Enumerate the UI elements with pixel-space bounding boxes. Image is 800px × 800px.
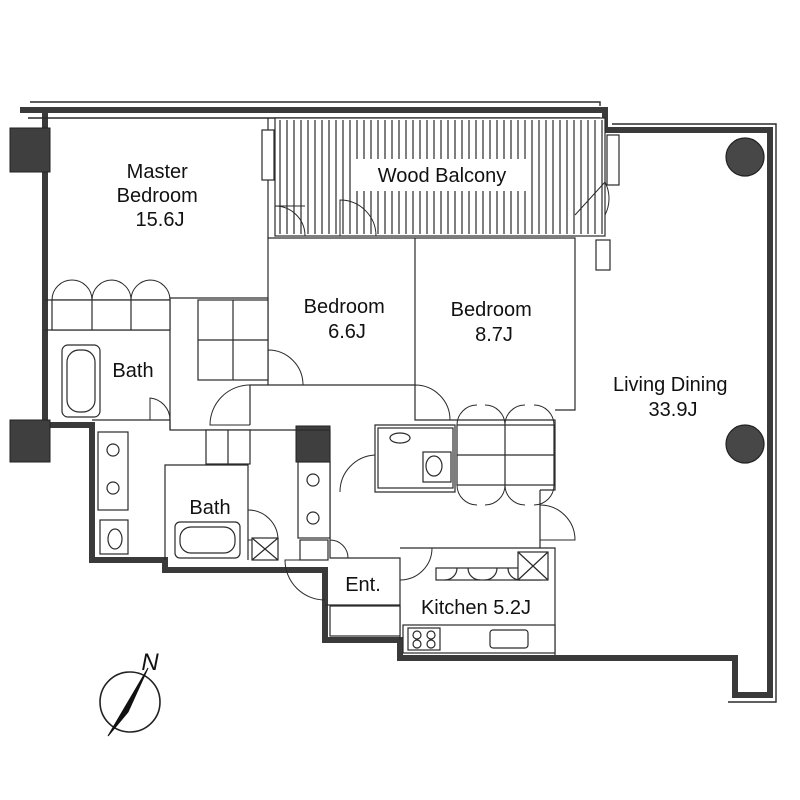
structural-columns bbox=[9, 127, 765, 464]
compass-north-label: N bbox=[141, 649, 159, 676]
room-label-living-dining: Living Dining 33.9J bbox=[613, 374, 733, 421]
compass-arrow-icon bbox=[107, 667, 149, 737]
room-label-bedroom-1: Bedroom 6.6J bbox=[304, 296, 391, 343]
room-label-bath-second: Bath bbox=[189, 497, 230, 519]
closets bbox=[51, 299, 555, 637]
fixtures bbox=[61, 129, 620, 654]
kitchen-sink bbox=[489, 629, 529, 649]
room-label-master-bedroom: Master Bedroom 15.6J bbox=[117, 161, 204, 231]
room-label-entrance: Ent. bbox=[345, 574, 381, 596]
room-label-kitchen: Kitchen 5.2J bbox=[421, 597, 531, 619]
round-column-bottom bbox=[725, 424, 765, 464]
doors bbox=[51, 181, 610, 601]
vanity-second bbox=[297, 461, 331, 539]
cooktop bbox=[407, 627, 441, 651]
room-labels: Master Bedroom 15.6J Wood Balcony Bedroo… bbox=[112, 159, 733, 619]
room-label-bath-master: Bath bbox=[112, 360, 153, 382]
north-compass: N bbox=[99, 649, 161, 737]
room-label-wood-balcony: Wood Balcony bbox=[378, 165, 507, 187]
round-column-top bbox=[725, 137, 765, 177]
room-label-bedroom-2: Bedroom 8.7J bbox=[451, 299, 538, 346]
